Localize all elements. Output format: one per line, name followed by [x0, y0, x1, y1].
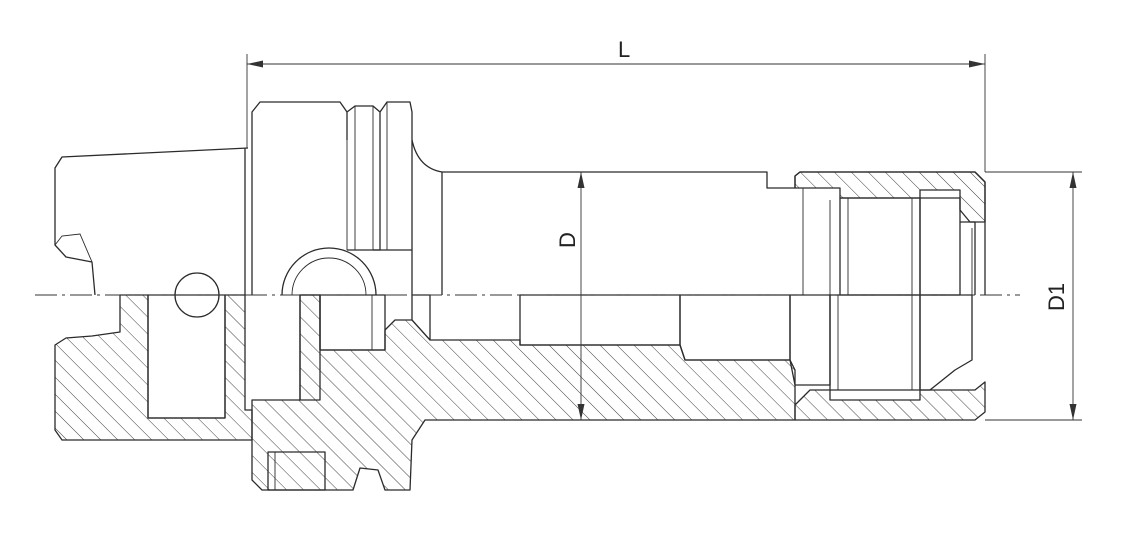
dimension-d-label: D — [555, 232, 580, 248]
collet-nut-upper — [794, 171, 986, 296]
dimension-nut-diameter: D1 — [985, 171, 1082, 421]
dimension-l-label: L — [618, 37, 630, 62]
dimension-d1-label: D1 — [1044, 283, 1069, 311]
upper-outline — [54, 101, 986, 318]
lower-section — [54, 228, 986, 491]
dimension-diameter: D — [555, 172, 585, 420]
dimension-length: L — [246, 37, 986, 172]
